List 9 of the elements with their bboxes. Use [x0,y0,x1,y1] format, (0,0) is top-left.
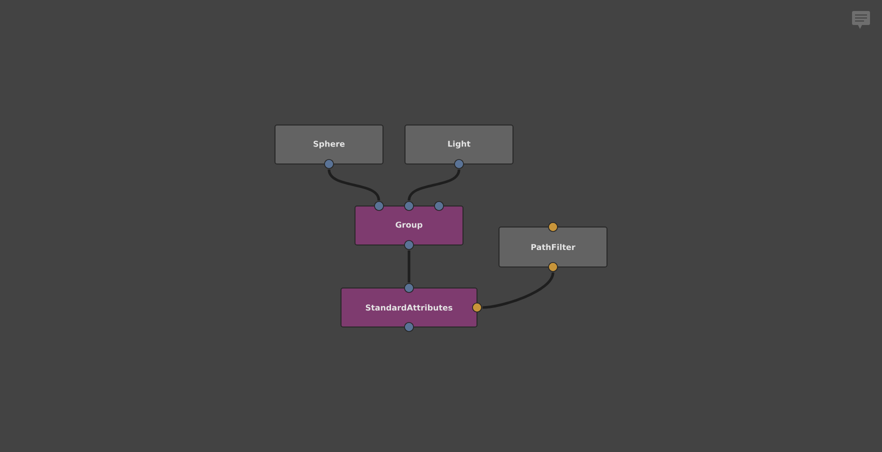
connector [408,169,460,201]
connector [328,169,380,201]
node-box: PathFilter [498,222,608,272]
node-box: Sphere [274,124,384,169]
node-box: StandardAttributes [340,283,482,332]
node-box: Group [354,201,464,250]
connector [408,250,410,282]
connector [482,272,554,309]
node-box: Light [404,124,514,169]
